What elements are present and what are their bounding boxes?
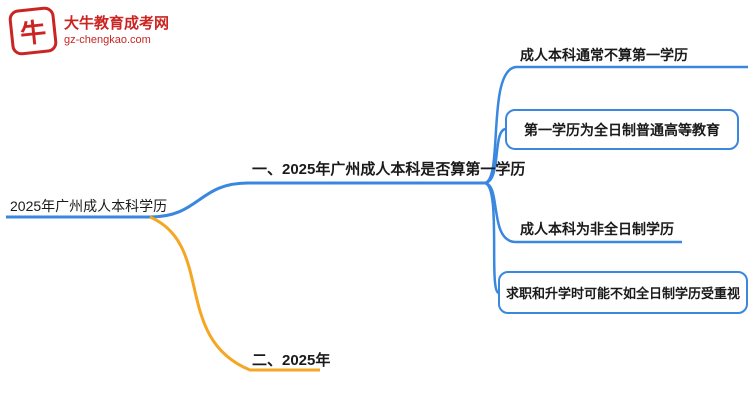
wire-branch1-to-child2 (483, 127, 507, 185)
mindmap-root-node: 2025年广州成人本科学历 (10, 198, 168, 214)
logo-title: 大牛教育成考网 (64, 15, 170, 33)
mindmap-child-node: 第一学历为全日制普通高等教育 (505, 109, 739, 150)
mindmap-branch2-node: 二、2025年 (252, 352, 331, 369)
bull-logo-icon: 牛 (7, 5, 59, 57)
wire-branch1-to-child1 (483, 65, 748, 185)
logo-text-block: 大牛教育成考网 gz-chengkao.com (64, 15, 169, 47)
mindmap-child-node: 成人本科为非全日制学历 (520, 221, 674, 237)
wire-branch1-to-child4 (483, 181, 501, 295)
mindmap-child-node: 求职和升学时可能不如全日制学历受重视 (498, 271, 748, 314)
mindmap-child-node: 成人本科通常不算第一学历 (520, 47, 688, 63)
wire-root-to-branch1 (6, 181, 484, 219)
wire-root-to-branch2 (149, 215, 320, 372)
logo-subtitle: gz-chengkao.com (64, 33, 151, 46)
mindmap-branch1-node: 一、2025年广州成人本科是否算第一学历 (252, 161, 526, 178)
site-logo: 牛 大牛教育成考网 gz-chengkao.com (7, 5, 169, 57)
